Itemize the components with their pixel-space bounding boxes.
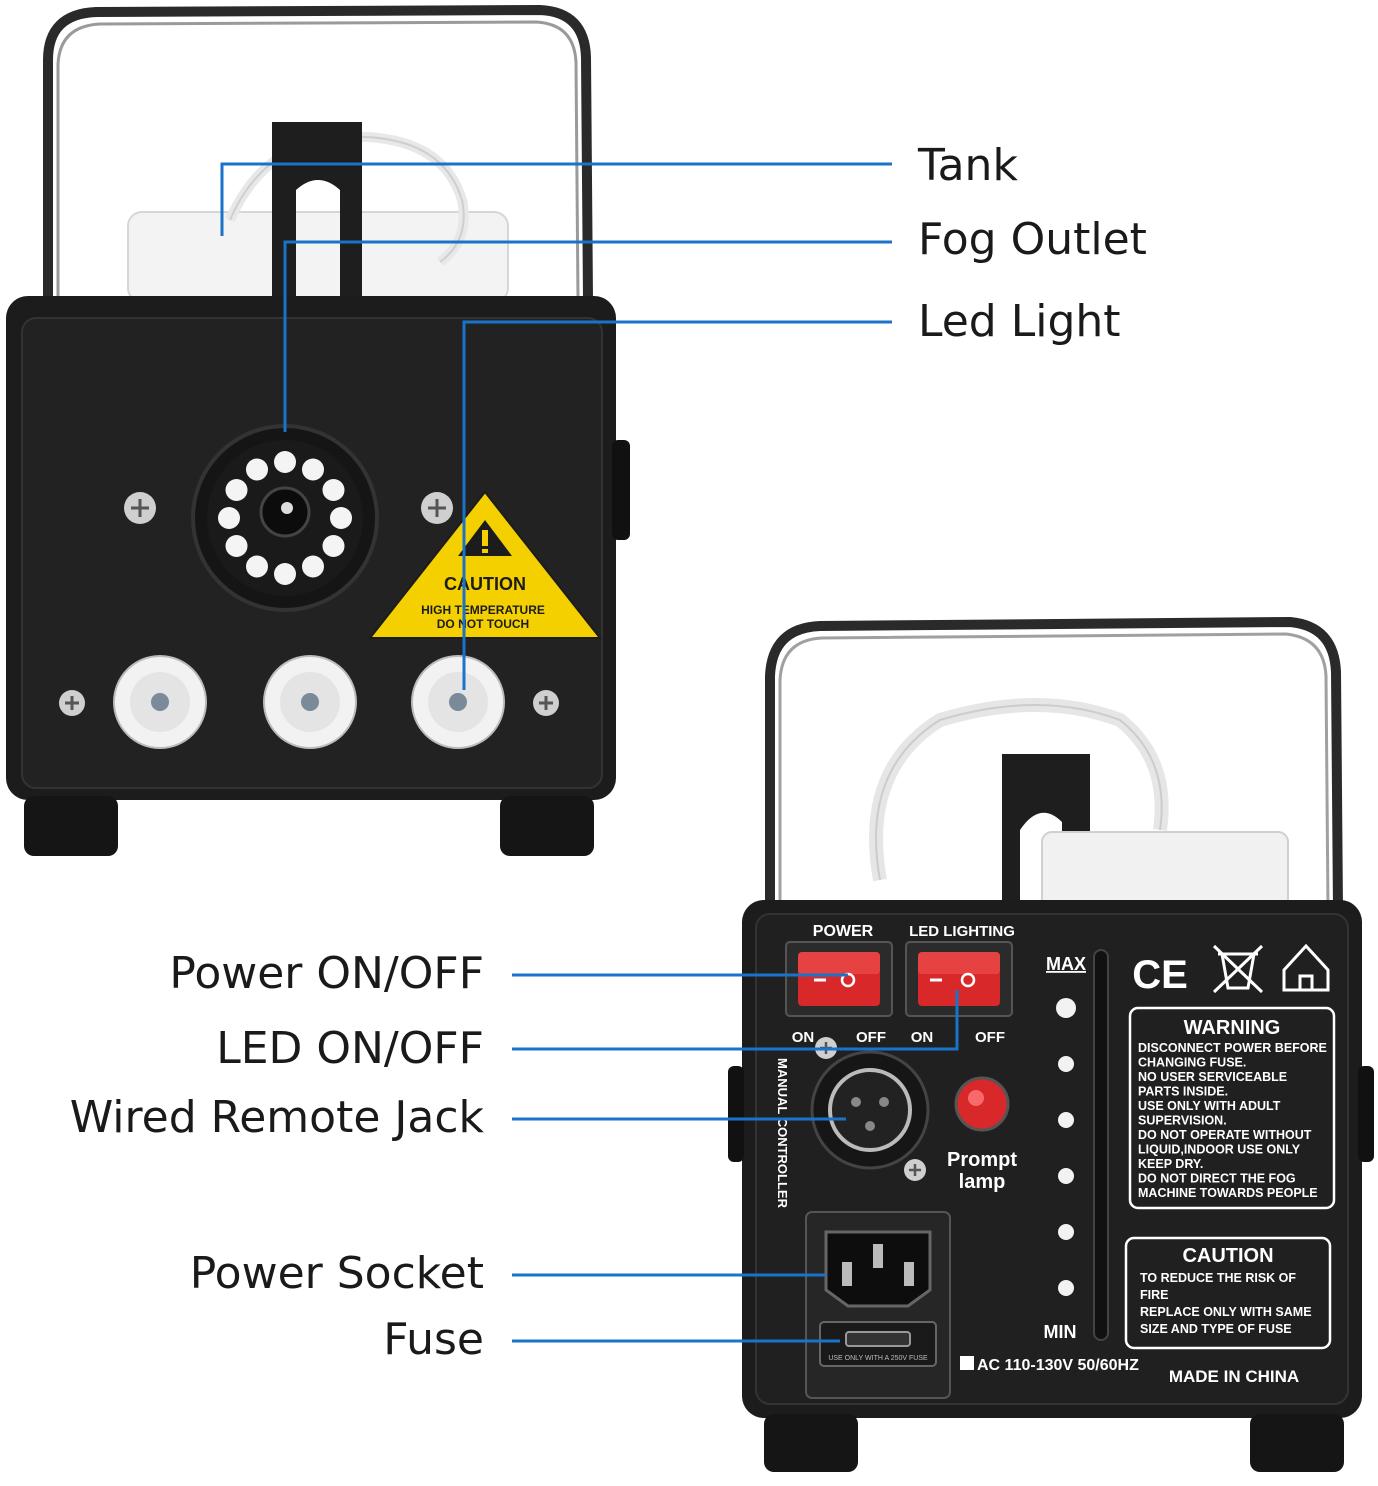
led-on-label: ON bbox=[911, 1029, 934, 1046]
warning-line: LIQUID,INDOOR USE ONLY bbox=[1138, 1143, 1301, 1157]
outlet-hole bbox=[225, 479, 248, 501]
manual-controller-label: MANUAL CONTROLLER bbox=[775, 1058, 790, 1209]
caution-title: CAUTION bbox=[444, 574, 526, 594]
caution-lines: TO REDUCE THE RISK OF FIRE REPLACE ONLY WI… bbox=[1140, 1271, 1312, 1336]
back-foot-left bbox=[764, 1414, 858, 1472]
warning-line: KEEP DRY. bbox=[1138, 1157, 1203, 1171]
screw-icon bbox=[904, 1159, 926, 1181]
prompt-lamp bbox=[954, 1076, 1010, 1132]
front-handle bbox=[43, 4, 593, 301]
screw-icon bbox=[59, 690, 85, 716]
caution-line: SIZE AND TYPE OF FUSE bbox=[1140, 1322, 1292, 1336]
warning-line: DISCONNECT POWER BEFORE bbox=[1138, 1041, 1327, 1055]
leader-led-light bbox=[462, 320, 892, 690]
ce-mark-icon: CE bbox=[1132, 953, 1188, 997]
warning-line: SUPERVISION. bbox=[1138, 1114, 1227, 1128]
screw-icon bbox=[533, 690, 559, 716]
outlet-hole bbox=[322, 535, 345, 557]
outlet-hole bbox=[246, 555, 268, 578]
caution-box bbox=[1124, 1236, 1332, 1350]
callout-led-on-off: LED ON/OFF bbox=[216, 1023, 484, 1074]
output-scale-dots bbox=[1056, 998, 1076, 1296]
outlet-hole bbox=[225, 535, 248, 557]
scale-dot bbox=[1058, 1280, 1074, 1296]
scale-dot bbox=[1058, 1056, 1074, 1072]
back-caution-title: CAUTION bbox=[1182, 1245, 1273, 1267]
screw-icon bbox=[124, 492, 156, 524]
back-handle bbox=[765, 616, 1343, 911]
outlet-hole bbox=[274, 451, 296, 473]
wired-remote-jack[interactable] bbox=[810, 1050, 930, 1170]
scale-dot bbox=[1058, 1112, 1074, 1128]
callout-wired-remote-jack: Wired Remote Jack bbox=[69, 1092, 484, 1143]
outlet-hole bbox=[330, 507, 352, 529]
back-foot-right bbox=[1250, 1414, 1344, 1472]
outlet-hole bbox=[246, 458, 268, 481]
warning-line: DO NOT DIRECT THE FOG bbox=[1138, 1172, 1296, 1186]
warning-line: NO USER SERVICEABLE bbox=[1138, 1070, 1287, 1084]
callout-power-socket: Power Socket bbox=[189, 1248, 484, 1299]
outlet-hole bbox=[302, 555, 324, 578]
callout-fog-outlet: Fog Outlet bbox=[918, 214, 1147, 265]
output-scale-bar bbox=[1093, 949, 1109, 1341]
weee-bin-icon bbox=[1212, 944, 1264, 994]
power-socket[interactable] bbox=[824, 1230, 932, 1308]
scale-dot bbox=[1058, 1168, 1074, 1184]
warning-line: PARTS INSIDE. bbox=[1138, 1085, 1228, 1099]
leader-lines bbox=[220, 162, 959, 1343]
prompt-lamp-label-2: lamp bbox=[959, 1171, 1006, 1193]
power-off-label: OFF bbox=[856, 1029, 886, 1046]
voltage-label: AC 110-130V 50/60HZ bbox=[977, 1357, 1139, 1374]
warning-line: MACHINE TOWARDS PEOPLE bbox=[1138, 1186, 1318, 1200]
front-foot-left bbox=[24, 796, 118, 856]
min-label: MIN bbox=[1044, 1322, 1077, 1342]
fog-outlet-holes bbox=[218, 451, 352, 585]
callout-power-on-off: Power ON/OFF bbox=[169, 948, 484, 999]
led-light-3 bbox=[411, 655, 505, 749]
outlet-hole bbox=[302, 458, 324, 481]
scale-dot bbox=[1058, 1224, 1074, 1240]
outlet-hole bbox=[218, 507, 240, 529]
led-light-2 bbox=[263, 655, 357, 749]
led-light-1 bbox=[113, 655, 207, 749]
outlet-hole bbox=[322, 479, 345, 501]
scale-dot bbox=[1056, 998, 1076, 1018]
leader-led-on-off bbox=[512, 990, 959, 1051]
front-nozzle bbox=[272, 122, 362, 300]
indoor-house-icon bbox=[1282, 943, 1330, 992]
leader-tank bbox=[220, 162, 892, 236]
max-label: MAX bbox=[1046, 954, 1086, 974]
caution-line: REPLACE ONLY WITH SAME bbox=[1140, 1305, 1312, 1319]
leader-fog-outlet bbox=[283, 240, 892, 432]
warning-box bbox=[1128, 1006, 1336, 1210]
power-on-label: ON bbox=[792, 1029, 815, 1046]
warning-line: CHANGING FUSE. bbox=[1138, 1056, 1246, 1070]
callout-led-light: Led Light bbox=[918, 296, 1121, 347]
fuse-note: USE ONLY WITH A 250V FUSE bbox=[828, 1355, 928, 1362]
power-switch-label: POWER bbox=[813, 923, 874, 940]
caution-line-1: HIGH TEMPERATURE bbox=[421, 603, 545, 617]
warning-title: WARNING bbox=[1184, 1017, 1281, 1039]
callout-fuse: Fuse bbox=[383, 1314, 484, 1365]
led-off-label: OFF bbox=[975, 1029, 1005, 1046]
callout-tank: Tank bbox=[918, 140, 1018, 191]
warning-line: DO NOT OPERATE WITHOUT bbox=[1138, 1128, 1312, 1142]
made-in-label: MADE IN CHINA bbox=[1169, 1367, 1299, 1386]
back-view: POWER LED LIGHTING ON OFF ON OFF MANUAL … bbox=[728, 616, 1374, 1472]
caution-triangle-icon bbox=[367, 490, 603, 639]
caution-line-2: DO NOT TOUCH bbox=[437, 617, 529, 631]
caution-line: TO REDUCE THE RISK OF bbox=[1140, 1271, 1296, 1285]
led-lighting-switch-label: LED LIGHTING bbox=[909, 923, 1015, 940]
front-view: CAUTION HIGH TEMPERATURE DO NOT TOUCH bbox=[6, 4, 630, 856]
front-foot-right bbox=[500, 796, 594, 856]
screw-icon bbox=[421, 492, 453, 524]
caution-line: FIRE bbox=[1140, 1288, 1168, 1302]
prompt-lamp-label-1: Prompt bbox=[947, 1149, 1017, 1171]
warning-line: USE ONLY WITH ADULT bbox=[1138, 1099, 1281, 1113]
outlet-hole bbox=[274, 563, 296, 585]
